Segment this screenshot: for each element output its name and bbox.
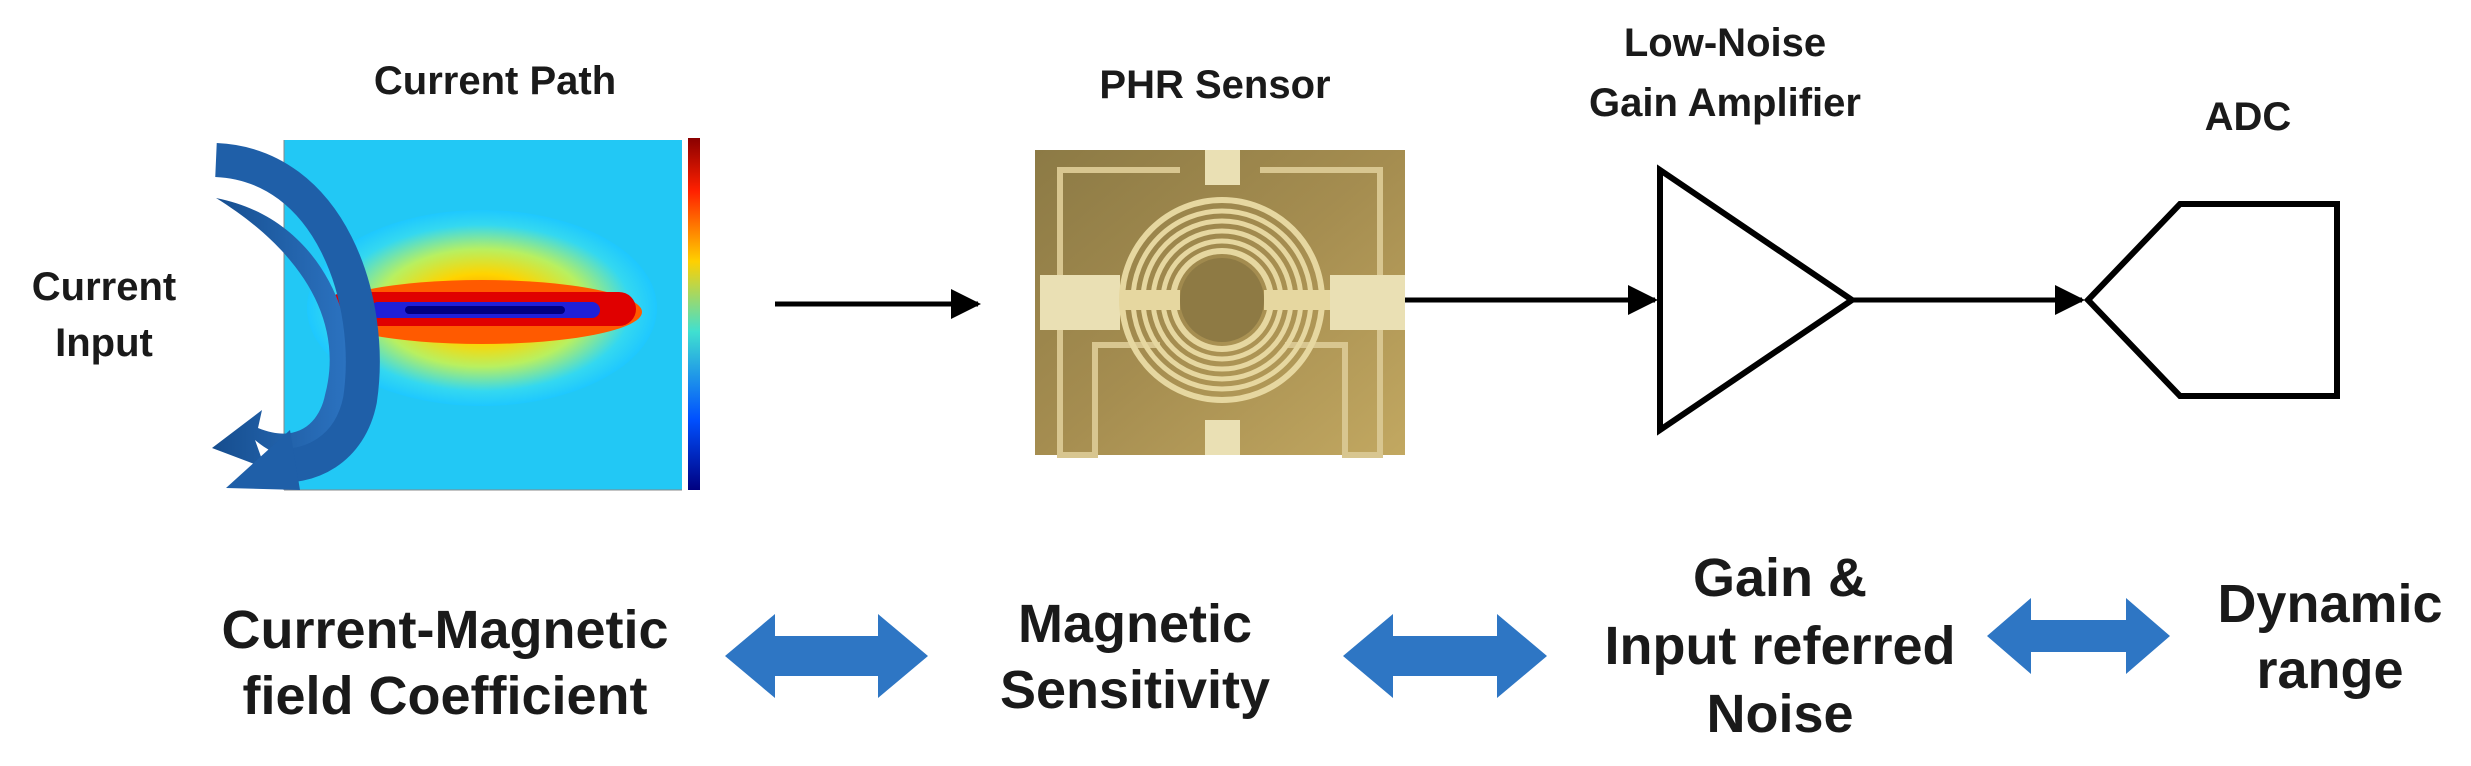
- label-dynamic-line1: Dynamic: [2217, 574, 2442, 634]
- label-sensitivity-line1: Magnetic: [1018, 594, 1252, 654]
- current-input-curved-arrow: [212, 143, 380, 490]
- amplifier-triangle-symbol: [1657, 164, 1858, 436]
- label-gain-line2: Input referred: [1604, 616, 1955, 676]
- double-arrow-gain-dynamic: [1987, 598, 2170, 674]
- label-lna-line2: Gain Amplifier: [1589, 81, 1861, 125]
- current-path-heatmap: [283, 138, 700, 491]
- label-phr-sensor: PHR Sensor: [1099, 63, 1330, 107]
- label-gain-line3: Noise: [1706, 684, 1853, 744]
- label-current-path: Current Path: [374, 59, 616, 103]
- label-adc: ADC: [2205, 95, 2292, 139]
- label-sensitivity-line2: Sensitivity: [1000, 660, 1270, 720]
- label-lna-line1: Low-Noise: [1624, 21, 1826, 65]
- label-gain-line1: Gain &: [1693, 548, 1867, 608]
- adc-pentagon-symbol: [2083, 201, 2340, 399]
- double-arrow-sensitivity-gain: [1343, 614, 1547, 698]
- heatmap-colorbar: [688, 138, 700, 490]
- label-dynamic-line2: range: [2256, 640, 2403, 700]
- label-current-input-line2: Input: [55, 321, 153, 365]
- double-arrow-coefficient-sensitivity: [725, 614, 928, 698]
- label-coefficient-line2: field Coefficient: [242, 666, 647, 726]
- label-current-input-line1: Current: [32, 265, 176, 309]
- label-coefficient-line1: Current-Magnetic: [221, 600, 668, 660]
- phr-sensor-micrograph: [1035, 150, 1405, 458]
